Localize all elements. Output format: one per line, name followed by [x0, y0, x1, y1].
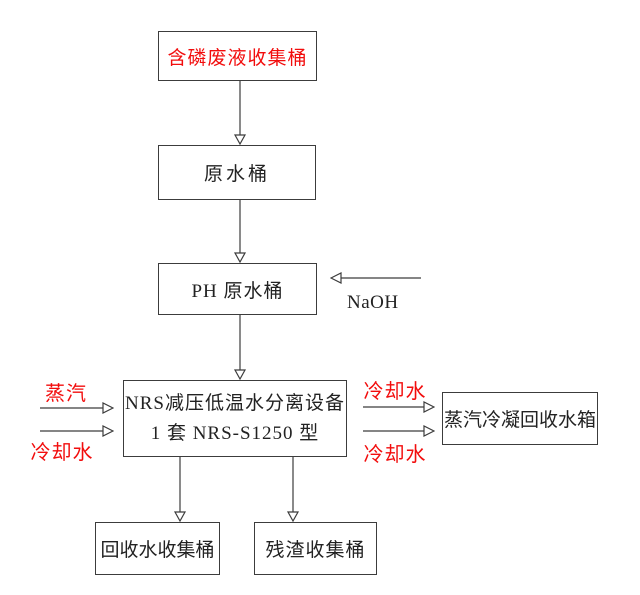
node-label: 残渣收集桶	[265, 540, 366, 561]
arrow-left-icon	[330, 272, 421, 284]
flow-label-steam: 蒸汽	[45, 383, 87, 405]
node-label: 回收水收集桶	[100, 540, 215, 561]
arrow-down-icon	[173, 457, 187, 522]
node-label: 蒸汽冷凝回收水箱	[443, 410, 596, 431]
flow-label-cooling-water-out-bottom: 冷却水	[363, 444, 427, 466]
node-residue-collection-barrel: 残渣收集桶	[254, 522, 377, 575]
arrow-right-icon	[40, 425, 114, 437]
arrow-right-icon	[363, 401, 435, 413]
node-label: PH 原水桶	[191, 280, 284, 302]
node-recycled-water-collection-barrel: 回收水收集桶	[95, 522, 220, 575]
flow-label-naoh: NaOH	[347, 292, 399, 313]
arrow-right-icon	[363, 425, 435, 437]
arrow-down-icon	[233, 81, 247, 145]
node-ph-raw-water-barrel: PH 原水桶	[158, 263, 317, 315]
node-waste-collection-barrel: 含磷废液收集桶	[158, 31, 317, 81]
node-label-line2: 1 套 NRS-S1250 型	[150, 422, 320, 444]
flow-label-cooling-water-out-top: 冷却水	[363, 381, 427, 403]
node-nrs-separator-unit: NRS减压低温水分离设备 1 套 NRS-S1250 型	[123, 380, 347, 457]
node-label: 含磷废液收集桶	[167, 47, 308, 69]
arrow-right-icon	[40, 402, 114, 414]
arrow-down-icon	[233, 200, 247, 263]
node-raw-water-barrel: 原水桶	[158, 145, 316, 200]
arrow-down-icon	[286, 457, 300, 522]
arrow-down-icon	[233, 315, 247, 380]
flow-label-cooling-water-in: 冷却水	[30, 442, 94, 464]
node-label-line1: NRS减压低温水分离设备	[125, 392, 345, 414]
node-steam-condensate-recovery-tank: 蒸汽冷凝回收水箱	[442, 392, 598, 445]
node-label: 原水桶	[203, 164, 270, 185]
